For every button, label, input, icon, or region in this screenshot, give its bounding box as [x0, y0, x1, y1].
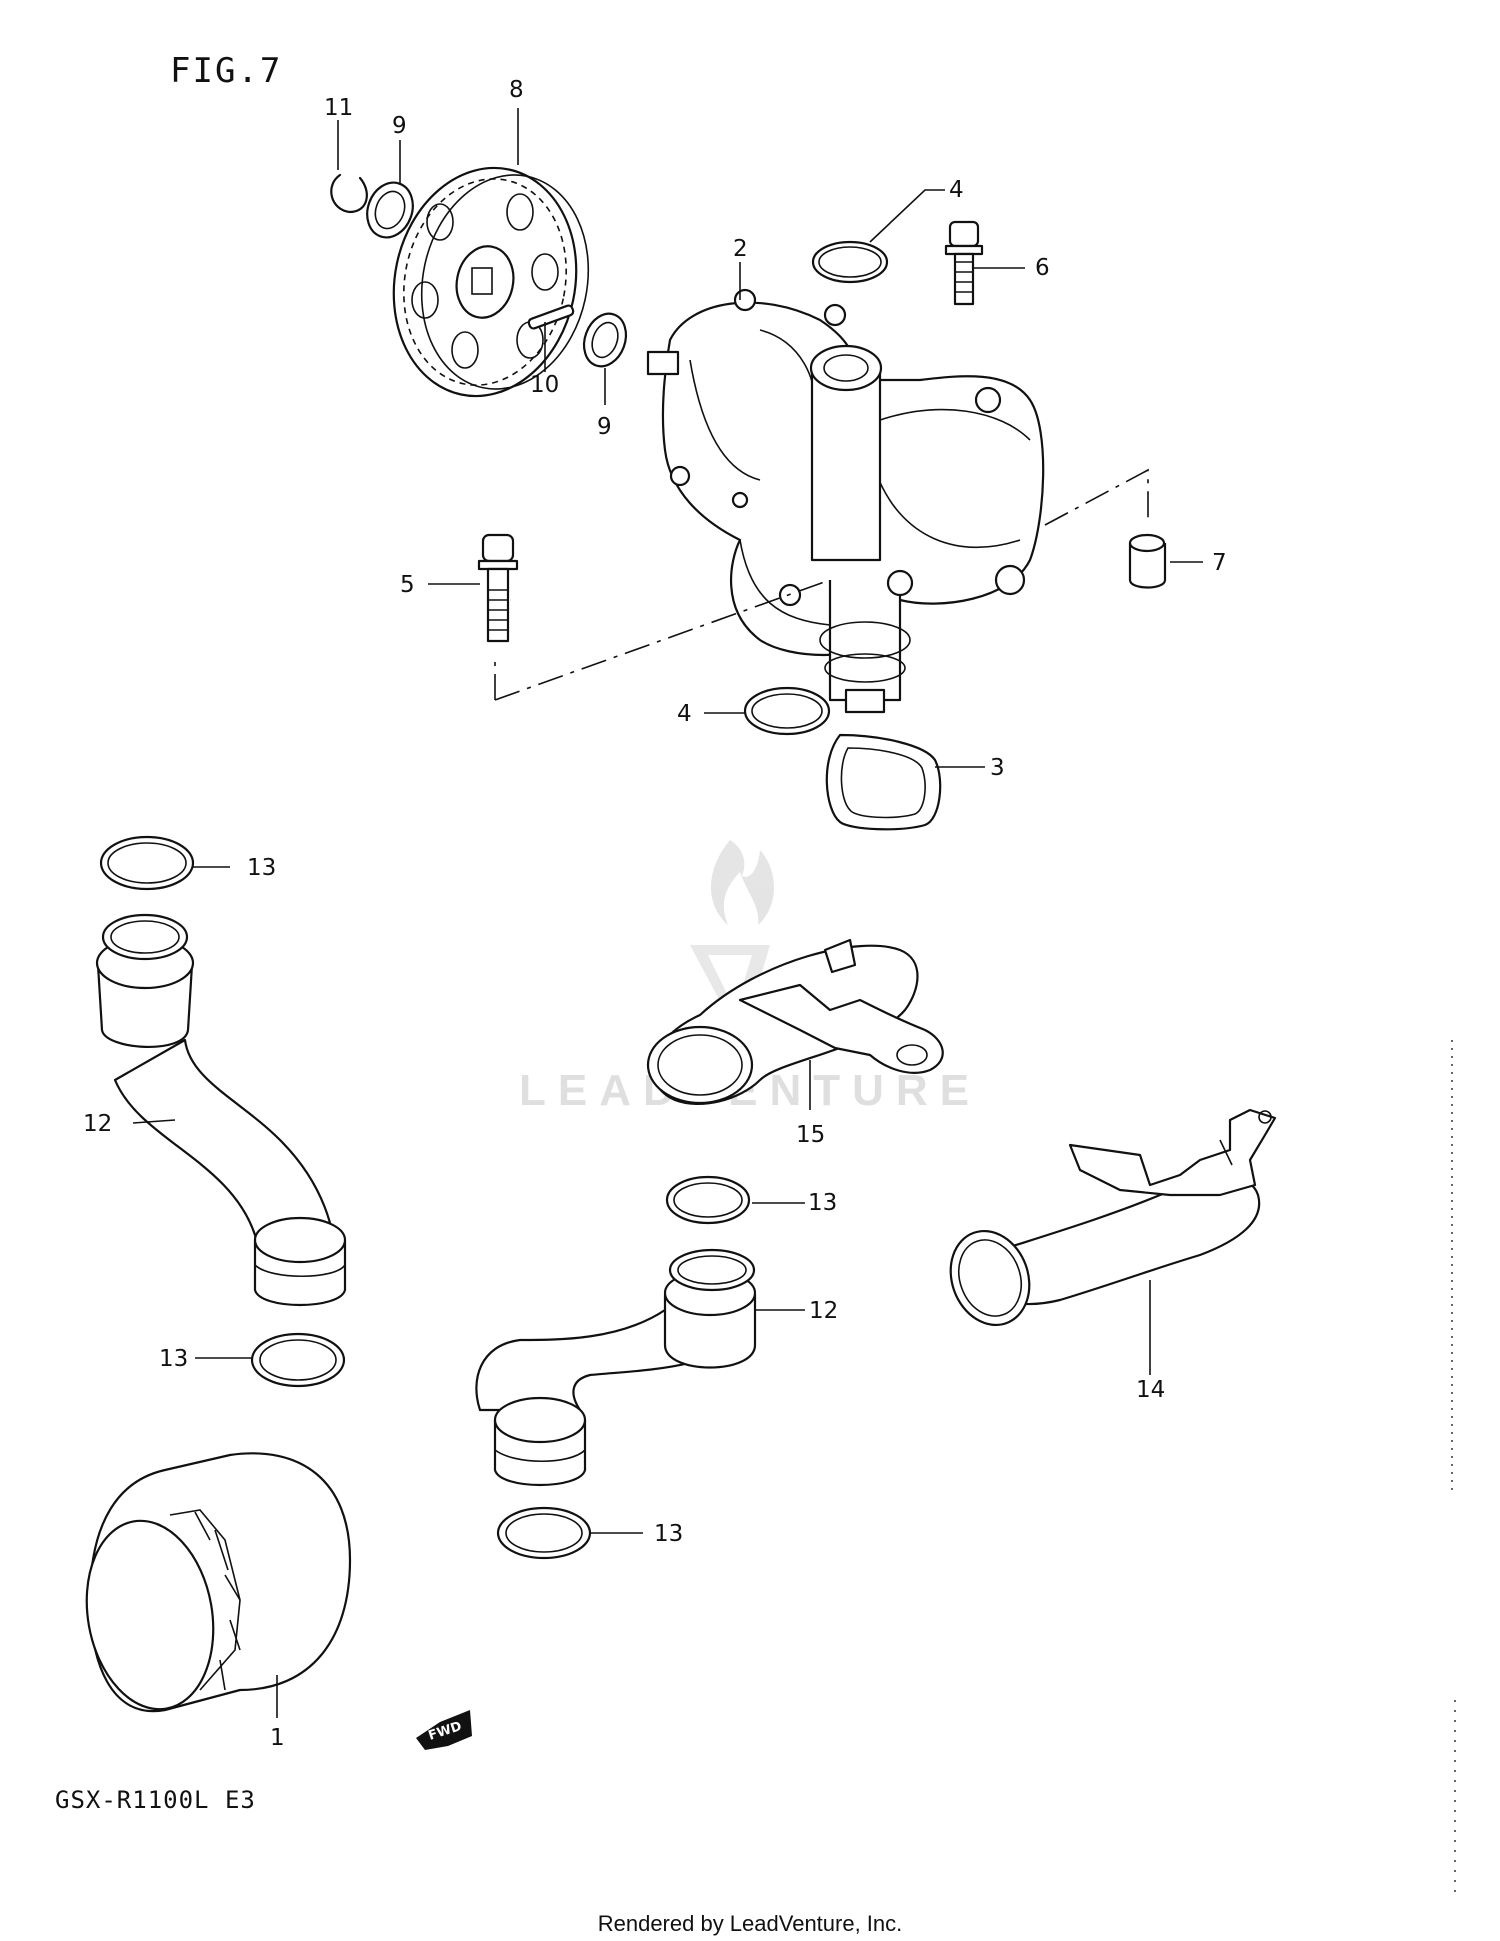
- callout-15: 15: [796, 1122, 825, 1148]
- callout-2: 2: [733, 236, 748, 262]
- gasket[interactable]: [825, 733, 942, 831]
- callout-12-left: 12: [83, 1111, 112, 1137]
- callout-13-left-bottom: 13: [159, 1346, 188, 1372]
- oil-pipe-with-bracket-15[interactable]: [646, 938, 944, 1105]
- callout-14: 14: [1136, 1377, 1165, 1403]
- callout-labels: 11 9 8 10 9 2 4 6 5 7 4 3 13 12 13 1 13 …: [83, 77, 1227, 1751]
- oil-pump-assembly[interactable]: [646, 288, 1045, 714]
- callout-3: 3: [990, 755, 1005, 781]
- callout-4-upper: 4: [949, 177, 964, 203]
- circlip[interactable]: [330, 173, 368, 214]
- oil-pipe-center[interactable]: [475, 1248, 757, 1487]
- o-ring-center-top[interactable]: [665, 1175, 751, 1225]
- model-code: GSX-R1100L E3: [55, 1786, 256, 1814]
- figure-title: FIG.7: [170, 51, 282, 91]
- callout-10: 10: [530, 372, 559, 398]
- callout-8: 8: [509, 77, 524, 103]
- o-ring-center-bottom[interactable]: [496, 1506, 592, 1560]
- callout-6: 6: [1035, 255, 1050, 281]
- washer-lower[interactable]: [577, 308, 633, 372]
- bolt-5[interactable]: [477, 533, 519, 643]
- callout-12-center: 12: [809, 1298, 838, 1324]
- oil-filter[interactable]: [72, 1452, 352, 1719]
- oil-pipe-with-bracket-14[interactable]: [938, 1108, 1277, 1336]
- oil-pump-gear[interactable]: [373, 151, 608, 413]
- callout-1: 1: [270, 1725, 285, 1751]
- pin[interactable]: [527, 304, 575, 330]
- callout-4-lower: 4: [677, 701, 692, 727]
- callout-13-center-bottom: 13: [654, 1521, 683, 1547]
- footer-credit: Rendered by LeadVenture, Inc.: [598, 1911, 903, 1936]
- callout-13-left-top: 13: [247, 855, 276, 881]
- callout-11: 11: [324, 95, 353, 121]
- callout-9-upper: 9: [392, 113, 407, 139]
- o-ring-lower[interactable]: [743, 686, 831, 736]
- oil-pipe-left[interactable]: [95, 913, 347, 1307]
- dowel[interactable]: [1128, 533, 1167, 589]
- scan-edge-marks: [1451, 1040, 1456, 1900]
- callout-5: 5: [400, 572, 415, 598]
- callout-13-center-top: 13: [808, 1190, 837, 1216]
- bolt-6[interactable]: [944, 220, 984, 306]
- fwd-direction-marker: FWD: [416, 1710, 472, 1750]
- o-ring-upper[interactable]: [811, 240, 889, 284]
- callout-9-lower: 9: [597, 414, 612, 440]
- leader-lines: [132, 108, 1203, 1718]
- callout-7: 7: [1212, 550, 1227, 576]
- o-ring-left-bottom[interactable]: [250, 1332, 346, 1388]
- o-ring-left-top[interactable]: [99, 835, 195, 891]
